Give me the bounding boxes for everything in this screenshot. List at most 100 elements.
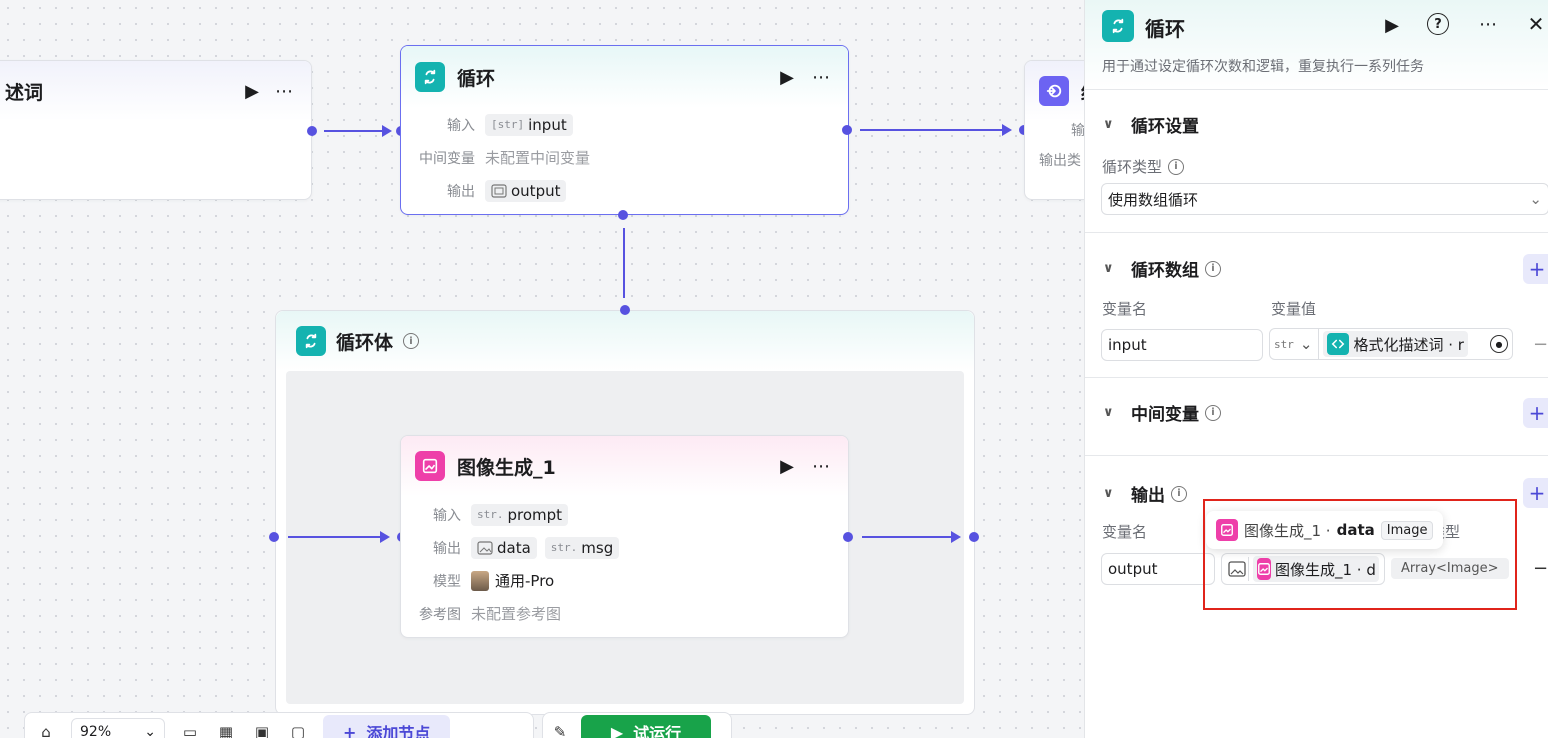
tooltip-type-tag: Image [1380,520,1434,540]
image-array-icon [491,183,507,198]
remove-variable-icon[interactable]: − [1533,558,1548,579]
tooltip-node-name: 图像生成_1 · [1244,521,1331,540]
input-value: input [1108,336,1147,354]
loop-type-select[interactable]: 使用数组循环 ⌄ [1101,183,1548,215]
layout-icon[interactable]: ▦ [218,723,234,738]
zoom-select[interactable]: 92% ⌄ [71,718,165,738]
close-icon[interactable]: ✕ [1527,12,1545,36]
more-icon[interactable]: ⋯ [275,80,293,102]
type-select[interactable]: str ⌄ [1274,329,1320,359]
node-format-prompt[interactable]: 述词 ▶ ⋯ [0,60,312,200]
connector-line [623,228,625,298]
output-port[interactable] [307,126,317,136]
node-title: 图像生成_1 [457,456,556,479]
output-port[interactable] [843,532,853,542]
node-loop[interactable]: 循环 ▶ ⋯ 输入 [str]input 中间变量 未配置中间变量 输出 out… [400,45,849,215]
loop-body-container[interactable]: 循环体 i [275,310,975,715]
zoom-value: 92% [80,724,112,738]
model-name: 通用-Pro [495,572,555,590]
info-icon[interactable]: i [1205,404,1221,421]
play-icon[interactable]: ▶ [780,455,794,477]
play-icon[interactable]: ▶ [780,66,794,88]
reference-text: 格式化描述词 · r [1353,335,1464,354]
divider [1085,232,1548,233]
debug-icon[interactable]: ✎ [553,723,567,738]
loop-end-port[interactable] [969,532,979,542]
section-header[interactable]: ∨循环设置 [1103,112,1548,137]
output-variable-value-input[interactable]: 图像生成_1 · d [1221,553,1385,585]
image-icon[interactable]: ▣ [254,723,270,738]
mouse-mode-icon[interactable]: ⌂ [41,723,51,738]
remove-variable-icon[interactable]: − [1533,334,1548,355]
test-run-button[interactable]: ▶试运行 [581,715,711,738]
variable-picker-icon[interactable]: ● [1490,335,1508,353]
play-icon[interactable]: ▶ [1385,14,1399,36]
add-node-button[interactable]: +添加节点 [323,715,451,738]
run-label: 试运行 [633,724,682,738]
str-type-icon: [str] [491,118,525,131]
info-icon[interactable]: i [1168,158,1185,175]
section-loop-array: ∨ 循环数组 i [1103,256,1548,281]
more-icon[interactable]: ⋯ [812,455,830,477]
info-icon[interactable]: i [1171,485,1187,502]
chevron-down-icon: ∨ [1103,261,1114,276]
connector-line [860,129,1006,131]
connector-line [288,536,384,538]
add-array-variable-button[interactable]: + [1523,254,1548,284]
section-loop-settings: ∨循环设置 [1103,112,1548,137]
variable-name: msg [581,538,614,557]
help-icon[interactable]: ? [1427,13,1449,35]
more-icon[interactable]: ⋯ [1479,13,1497,35]
node-row-model: 模型 通用-Pro [415,564,834,597]
section-title: 中间变量 [1131,405,1199,425]
loop-body-port[interactable] [620,305,630,315]
select-value: 使用数组循环 [1108,190,1199,209]
divider [1085,455,1548,456]
info-icon[interactable]: i [403,333,420,349]
output-variable-name-input[interactable]: output [1101,553,1215,585]
divider [1085,377,1548,378]
connector-line [862,536,954,538]
variable-reference-chip[interactable]: 图像生成_1 · d [1253,556,1379,582]
output-port[interactable] [842,125,852,135]
loop-body-title: 循环体 [336,331,394,354]
variable-chip: str.msg [544,536,620,559]
loop-port[interactable] [618,210,628,220]
row-label: 输出 [433,540,461,557]
add-intermediate-variable-button[interactable]: + [1523,398,1548,428]
row-label: 输出类 [1039,153,1081,169]
chevron-down-icon: ⌄ [144,724,156,738]
variable-reference-chip[interactable]: 格式化描述词 · r [1323,331,1468,357]
section-title: 循环数组 [1131,261,1199,281]
add-output-variable-button[interactable]: + [1523,478,1548,508]
section-header[interactable]: ∨ 循环数组 i [1103,256,1548,281]
tooltip-field-name: data [1336,521,1375,539]
variable-chip: data [471,536,537,559]
play-icon[interactable]: ▶ [245,80,259,102]
node-row-reference: 参考图 未配置参考图 [415,597,834,630]
run-toolbar: ✎ ▶试运行 [542,712,732,738]
comment-icon[interactable]: ▢ [290,723,306,738]
arrow-icon [951,531,961,543]
panel-description: 用于通过设定循环次数和逻辑，重复执行一系列任务 [1102,59,1424,75]
minimap-icon[interactable]: ▭ [182,723,198,738]
variable-name: prompt [507,505,563,524]
info-icon[interactable]: i [1205,260,1221,277]
node-row-output: 输出 data str.msg [415,531,834,564]
array-variable-name-input[interactable]: input [1101,329,1263,361]
node-image-generation[interactable]: 图像生成_1 ▶ ⋯ 输入 str.prompt 输出 data str.msg… [400,435,849,638]
row-label: 模型 [433,573,461,590]
str-type-icon: str. [550,541,578,554]
chevron-down-icon: ⌄ [1529,190,1542,208]
loop-start-port[interactable] [269,532,279,542]
add-node-label: 添加节点 [366,724,431,738]
row-label: 输 [1071,123,1085,139]
node-row-input: 输入 str.prompt [415,498,834,531]
node-title: 循环 [457,67,496,90]
array-variable-value-input[interactable]: str ⌄ 格式化描述词 · r ● [1269,328,1513,360]
more-icon[interactable]: ⋯ [812,66,830,88]
image-generation-icon [415,451,445,481]
